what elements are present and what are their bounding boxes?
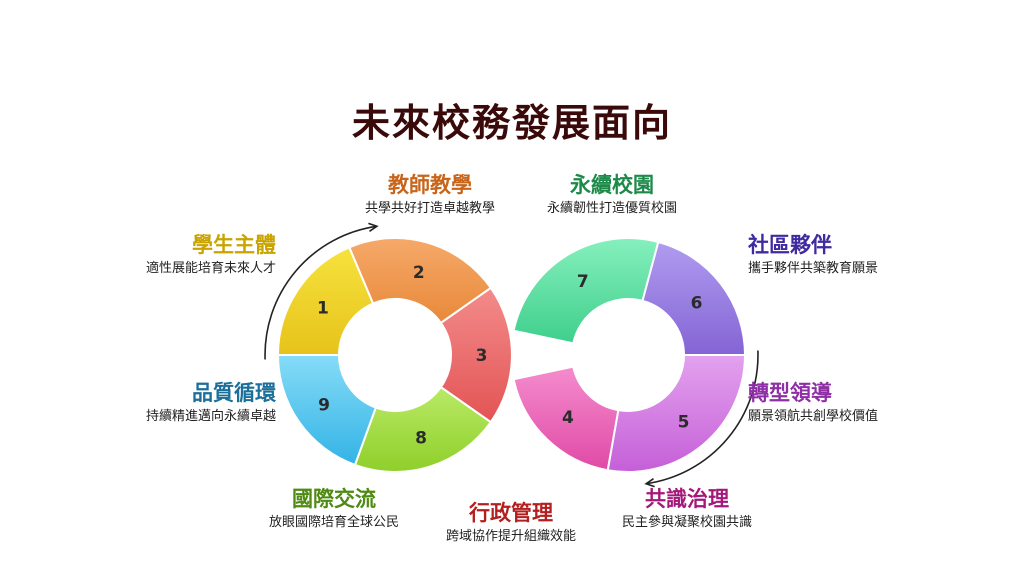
segment-2	[347, 237, 493, 325]
segment-title-6: 社區夥伴	[748, 233, 832, 257]
segment-4	[512, 365, 620, 472]
segment-desc-7: 永續韌性打造優質校園	[546, 201, 677, 216]
segment-desc-2: 共學共好打造卓越教學	[364, 201, 495, 216]
segment-desc-1: 適性展能培育未來人才	[145, 261, 276, 276]
segment-desc-3: 跨域協作提升組織效能	[445, 529, 576, 544]
segment-title-4: 共識治理	[645, 487, 729, 511]
segment-6	[641, 240, 747, 356]
label-group-2: 教師教學 共學共好打造卓越教學	[330, 172, 530, 218]
label-group-5: 轉型領導 願景領航共創學校價值	[748, 380, 878, 426]
segment-title-7: 永續校園	[570, 173, 654, 197]
segment-desc-9: 持續精進邁向永續卓越	[145, 409, 276, 424]
segment-number-5: 5	[678, 412, 690, 432]
label-group-3: 行政管理 跨域協作提升組織效能	[411, 500, 611, 546]
label-group-6: 社區夥伴 攜手夥伴共築教育願景	[748, 232, 878, 278]
page-title: 未來校務發展面向	[351, 101, 672, 145]
segment-1	[276, 245, 375, 356]
label-group-4: 共識治理 民主參與凝聚校園共識	[587, 486, 787, 532]
segment-5	[606, 354, 747, 473]
segment-title-2: 教師教學	[388, 173, 472, 197]
segment-number-2: 2	[413, 263, 425, 283]
segment-title-8: 國際交流	[292, 487, 376, 511]
segment-title-9: 品質循環	[192, 381, 276, 405]
segment-desc-8: 放眼國際培育全球公民	[268, 515, 399, 530]
segment-desc-5: 願景領航共創學校價值	[748, 409, 879, 424]
label-group-1: 學生主體 適性展能培育未來人才	[146, 232, 276, 278]
right-flow-arrow	[645, 350, 759, 485]
segment-number-1: 1	[317, 298, 329, 318]
segment-desc-6: 攜手夥伴共築教育願景	[748, 261, 879, 276]
segment-number-4: 4	[562, 408, 574, 428]
label-group-7: 永續校園 永續韌性打造優質校園	[512, 172, 712, 218]
left-flow-arrow	[264, 225, 378, 360]
segment-8	[353, 385, 493, 473]
segment-number-6: 6	[691, 293, 703, 313]
label-group-9: 品質循環 持續精進邁向永續卓越	[146, 380, 276, 426]
label-group-8: 國際交流 放眼國際培育全球公民	[234, 486, 434, 532]
segment-3	[439, 286, 513, 424]
segment-desc-4: 民主參與凝聚校園共識	[621, 515, 752, 530]
segment-title-3: 行政管理	[469, 501, 553, 525]
segment-number-3: 3	[476, 346, 488, 366]
segment-number-8: 8	[415, 429, 427, 449]
segment-7	[512, 237, 660, 345]
segment-title-5: 轉型領導	[748, 381, 832, 405]
right-flow-arrow-head	[644, 478, 655, 488]
segment-9	[276, 354, 378, 467]
segment-title-1: 學生主體	[192, 233, 276, 257]
segment-number-9: 9	[318, 396, 330, 416]
segment-number-7: 7	[577, 272, 589, 292]
left-flow-arrow-head	[368, 222, 379, 232]
